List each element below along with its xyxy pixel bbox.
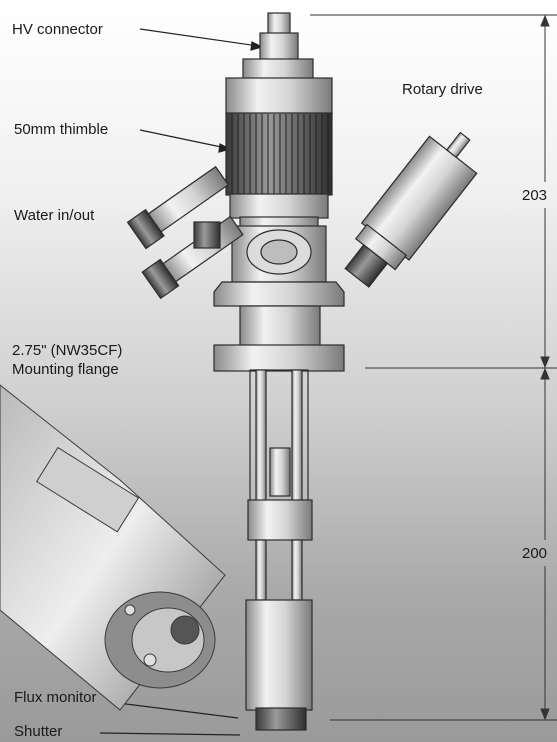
water-label: Water in/out [14,207,95,224]
leader-lines [99,28,264,736]
rotary-drive-label: Rotary drive [402,81,483,98]
hv-connector-label: HV connector [12,21,103,38]
photo-inset [0,384,226,711]
thimble-label: 50mm thimble [14,121,109,138]
dimension-lines [310,14,557,721]
dimension-upper: 203 [522,187,548,204]
flux-monitor-label: Flux monitor [14,689,97,706]
rotary-drive [344,131,478,288]
flange-label-line2: Mounting flange [12,361,119,378]
shutter-label: Shutter [14,723,63,740]
dimension-lower: 200 [522,545,548,562]
water-fittings [126,165,244,300]
evaporator-body [213,12,345,731]
flange-label-line1: 2.75" (NW35CF) [12,342,123,359]
